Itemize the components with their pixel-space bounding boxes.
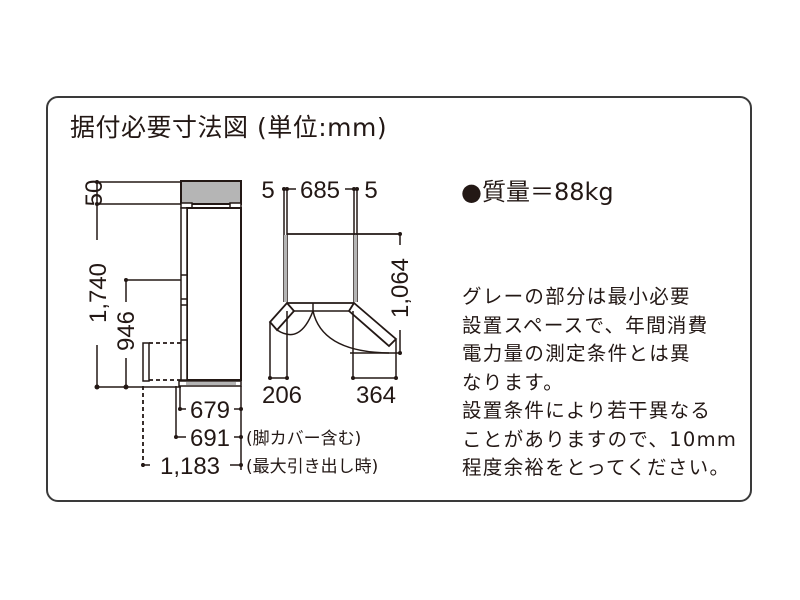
note-line: ことがありますので、10mm (462, 427, 738, 451)
top-clearance-gray-area (180, 180, 242, 205)
caption-depth-with-legs: (脚カバー含む) (246, 429, 361, 449)
caption-depth-drawer-open: (最大引き出し時) (246, 457, 378, 477)
dim-depth-drawer-open: 1,183 (160, 453, 220, 480)
dim-left-gap: 5 (261, 177, 274, 204)
dim-handle-height: 946 (113, 311, 140, 351)
dim-height: 1,740 (85, 263, 112, 323)
side-view (94, 180, 243, 470)
note-line: 設置スペースで、年間消費 (462, 313, 709, 337)
dim-door-open-depth: 1,064 (387, 258, 414, 318)
gray-area-note: グレーの部分は最小必要 設置スペースで、年間消費 電力量の測定条件とは異 なりま… (462, 283, 708, 397)
fridge-body-side (186, 207, 242, 381)
dim-width: 685 (300, 177, 340, 204)
note-line: 設置条件により若干異なる (462, 399, 712, 422)
note-line: なります。 (462, 370, 565, 394)
diagram-frame (46, 96, 752, 502)
note-line: グレーの部分は最小必要 (462, 285, 691, 308)
page-title: 据付必要寸法図 (単位:mm) (70, 113, 388, 142)
mass-value: 質量＝88kg (481, 178, 614, 206)
dim-left-door-swing: 206 (262, 382, 302, 409)
dim-depth-with-legs: 691 (190, 425, 230, 452)
top-view (268, 187, 402, 380)
bullet-icon: ● (461, 178, 482, 206)
note-line: 電力量の測定条件とは異 (462, 342, 691, 365)
dim-top-clearance: 50 (81, 180, 108, 207)
clearance-note: 設置条件により若干異なる ことがありますので、10mm 程度余裕をとってください… (462, 397, 737, 483)
mass-label: ●質量＝88kg (461, 172, 614, 207)
dim-right-gap: 5 (364, 177, 377, 204)
note-line: 程度余裕をとってください。 (462, 456, 731, 479)
dim-right-door-swing: 364 (356, 382, 396, 409)
dim-depth: 679 (190, 397, 230, 424)
